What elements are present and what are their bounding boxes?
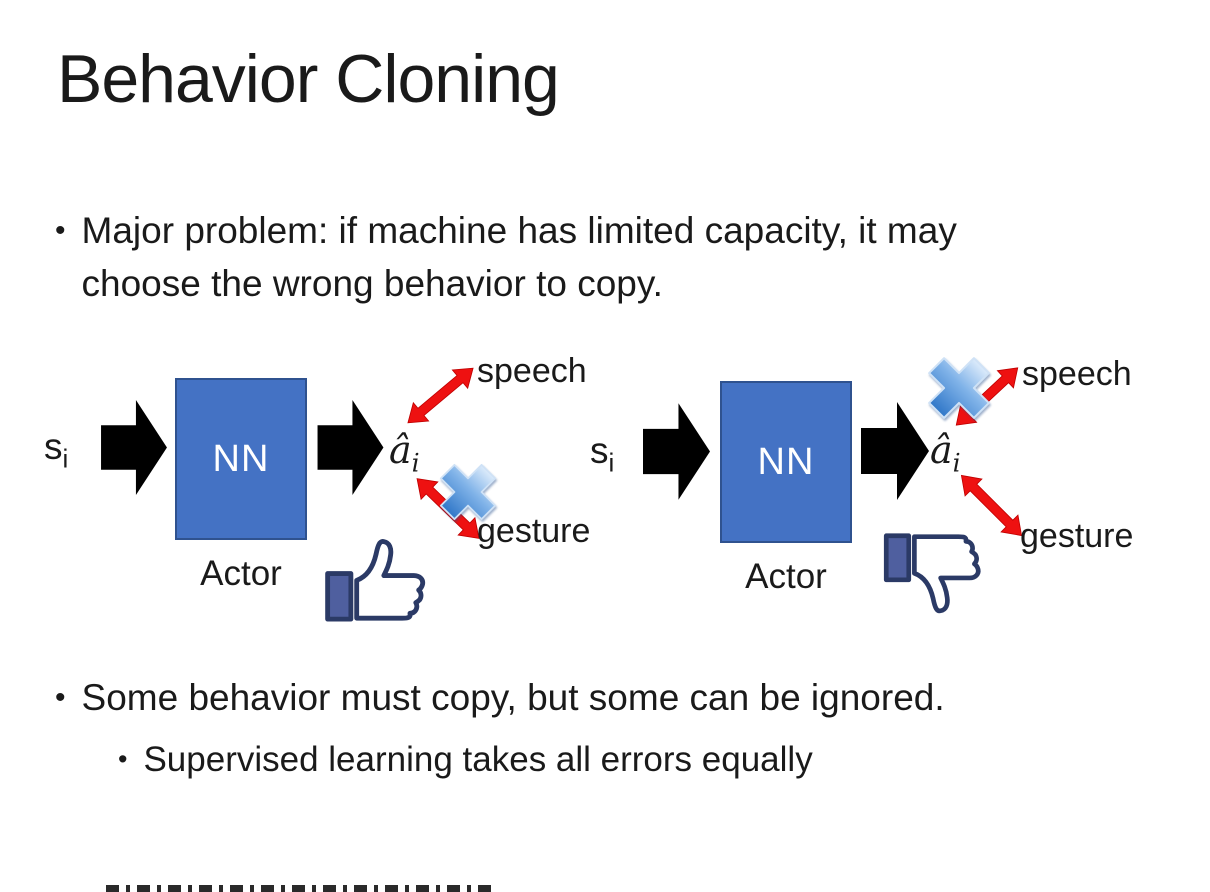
right-nn-label: NN <box>757 440 815 483</box>
bullet-supervised-learning: • Supervised learning takes all errors e… <box>118 737 1118 783</box>
bullet-marker: • <box>55 214 66 247</box>
bullet-some-behavior-text: Some behavior must copy, but some can be… <box>81 677 945 718</box>
right-flow-arrow-out-icon <box>861 402 929 500</box>
bullet-marker: • <box>118 744 128 774</box>
left-input-label: si <box>44 426 69 474</box>
slide-title: Behavior Cloning <box>57 41 560 117</box>
right-output-label: âi <box>930 428 961 478</box>
left-speech-label: speech <box>477 352 587 390</box>
right-input-label: si <box>590 430 615 478</box>
right-speech-label: speech <box>1022 355 1132 393</box>
left-flow-arrow-out-icon <box>317 400 384 495</box>
left-flow-arrow-in-icon <box>101 400 167 495</box>
left-speech-arrow-icon <box>407 367 474 424</box>
bullet-some-behavior: • Some behavior must copy, but some can … <box>55 674 1165 722</box>
right-flow-arrow-in-icon <box>643 403 710 500</box>
left-nn-label: NN <box>212 437 270 480</box>
cutoff-text-strip <box>106 885 496 892</box>
left-gesture-label: gesture <box>477 512 591 550</box>
right-gesture-arrow-icon <box>960 474 1023 537</box>
right-nn-box: NN <box>720 381 852 543</box>
bullet-marker: • <box>55 681 66 714</box>
left-cross-mark-icon <box>439 463 497 521</box>
left-nn-box: NN <box>175 378 307 540</box>
right-cross-mark-icon <box>928 357 990 419</box>
right-actor-caption: Actor <box>745 557 827 596</box>
bullet-major-problem-text: Major problem: if machine has limited ca… <box>81 210 957 304</box>
thumbs-down-icon <box>883 533 981 614</box>
bullet-major-problem: • Major problem: if machine has limited … <box>55 205 1085 310</box>
thumbs-up-icon <box>325 539 426 622</box>
right-gesture-label: gesture <box>1020 517 1134 555</box>
left-output-label: âi <box>389 428 420 478</box>
bullet-supervised-learning-text: Supervised learning takes all errors equ… <box>143 740 813 779</box>
left-actor-caption: Actor <box>200 554 282 593</box>
